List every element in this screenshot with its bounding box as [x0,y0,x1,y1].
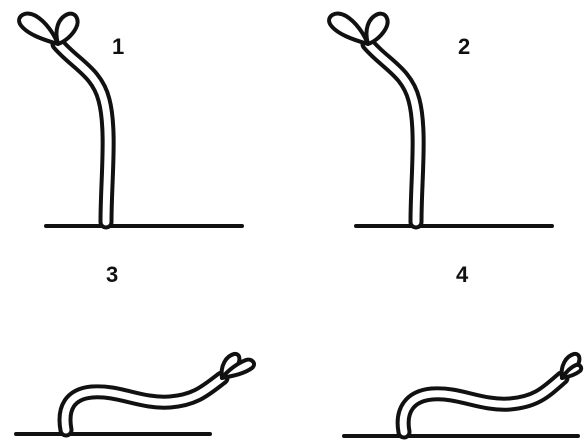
panel-2: 2 [329,14,552,226]
cotyledon-right [366,14,387,44]
panel-1: 1 [19,14,242,226]
seedling-stem [65,378,222,430]
panel-number: 2 [458,34,470,59]
panel-number: 4 [456,262,469,287]
cotyledon-left [329,14,368,44]
panel-3: 3 [16,262,254,434]
panel-number: 1 [112,34,124,59]
cotyledon-right [56,14,77,44]
panel-number: 3 [106,262,118,287]
cotyledon-left [19,14,58,44]
panel-4: 4 [344,262,581,436]
